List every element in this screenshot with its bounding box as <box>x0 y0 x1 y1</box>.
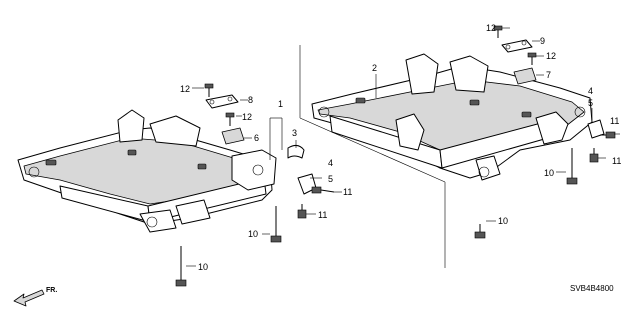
front-subframe-left <box>17 109 277 233</box>
callout-5: 5 <box>588 98 593 108</box>
bolt-11-d <box>589 148 599 163</box>
bolt-11-b <box>297 204 307 219</box>
callout-2: 2 <box>372 63 377 73</box>
callout-4: 4 <box>328 158 333 168</box>
part-9-bracket <box>501 39 533 53</box>
assembly-boundary-lines <box>299 45 446 268</box>
part-3-clip <box>287 144 305 159</box>
front-subframe-right <box>311 53 593 181</box>
callout-12: 12 <box>546 51 556 61</box>
callout-11: 11 <box>318 210 327 220</box>
bolt-12-d <box>527 52 537 65</box>
callout-10: 10 <box>248 229 258 239</box>
callout-4: 4 <box>588 86 593 96</box>
callout-6: 6 <box>254 133 259 143</box>
callout-10: 10 <box>198 262 208 272</box>
part-7-stopper <box>513 67 537 85</box>
callout-labels: 12 8 12 6 1 3 4 5 11 11 10 10 2 12 9 12 … <box>180 23 621 272</box>
callout-1: 1 <box>278 99 283 109</box>
front-direction-marker: FR. <box>13 287 57 307</box>
callout-11: 11 <box>610 116 619 126</box>
leader-lines <box>186 27 620 267</box>
callout-12: 12 <box>242 112 252 122</box>
front-marker-label: FR. <box>46 287 57 294</box>
bolt-12-a <box>204 83 214 97</box>
part-4-bracket-right <box>587 119 605 139</box>
bolt-11-c <box>600 131 616 139</box>
bolt-10-c <box>474 224 486 239</box>
callout-9: 9 <box>540 36 545 46</box>
callout-3: 3 <box>292 128 297 138</box>
callout-5: 5 <box>328 174 333 184</box>
bolt-10-d <box>566 148 578 185</box>
callout-11: 11 <box>612 156 621 166</box>
part-8-bracket <box>205 94 239 109</box>
bolt-12-b <box>225 112 235 126</box>
diagram-code: SVB4B4800 <box>570 284 614 293</box>
front-arrow-icon <box>13 289 45 307</box>
callout-10: 10 <box>498 216 508 226</box>
callout-8: 8 <box>248 95 253 105</box>
bolt-10-a <box>270 206 282 243</box>
callout-11: 11 <box>343 187 352 197</box>
bolt-11-a <box>311 186 335 194</box>
callout-7: 7 <box>546 70 551 80</box>
part-6-stopper <box>221 127 245 145</box>
bolt-10-b <box>175 246 187 287</box>
callout-10: 10 <box>544 168 554 178</box>
callout-12: 12 <box>180 84 190 94</box>
callout-12: 12 <box>486 23 496 33</box>
